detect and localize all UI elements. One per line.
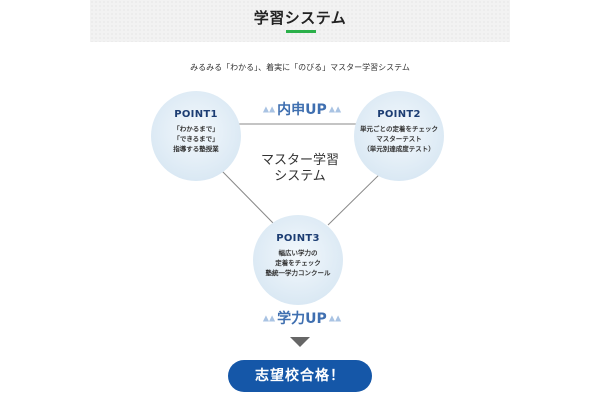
title-underline bbox=[286, 30, 316, 33]
point2-line3: （単元別達成度テスト） bbox=[363, 145, 435, 153]
naishin-up-text: 内申UP bbox=[277, 102, 327, 118]
up-arrows-icon: ▲▲ bbox=[262, 104, 276, 114]
connector-p2-p3 bbox=[327, 169, 385, 226]
point1-line1: 「わかるまで」 bbox=[173, 125, 219, 133]
point1-line2: 「できるまで」 bbox=[173, 135, 219, 143]
header-banner: 学習システム bbox=[90, 0, 510, 42]
gakuryoku-up-label: ▲▲学力UP▲▲ bbox=[262, 308, 342, 328]
point2-circle: POINT2 単元ごとの定着をチェック マスターテスト （単元別達成度テスト） bbox=[354, 91, 444, 181]
point2-line1: 単元ごとの定着をチェック bbox=[360, 125, 438, 133]
point3-title: POINT3 bbox=[276, 233, 320, 244]
naishin-up-label: ▲▲内申UP▲▲ bbox=[262, 99, 342, 119]
system-subtitle: みるみる「わかる」、着実に「のびる」マスター学習システム bbox=[190, 63, 410, 72]
point1-circle: POINT1 「わかるまで」 「できるまで」 指導する塾授業 bbox=[151, 91, 241, 181]
goal-badge: 志望校合格！ bbox=[228, 360, 372, 392]
center-label-line1: マスター学習 bbox=[260, 153, 339, 168]
point3-line1: 幅広い学力の bbox=[278, 249, 318, 257]
point3-circle: POINT3 幅広い学力の 定着をチェック 塾統一学力コンクール bbox=[253, 215, 343, 305]
page-title: 学習システム bbox=[253, 9, 347, 27]
point1-title: POINT1 bbox=[174, 109, 218, 120]
point2-title: POINT2 bbox=[377, 109, 421, 120]
up-arrows-icon: ▲▲ bbox=[262, 313, 276, 323]
point3-line2: 定着をチェック bbox=[275, 259, 321, 267]
point1-line3: 指導する塾授業 bbox=[173, 145, 219, 153]
center-label-line2: システム bbox=[274, 169, 326, 184]
gakuryoku-up-text: 学力UP bbox=[277, 311, 327, 327]
connector-p1-p3 bbox=[220, 169, 276, 226]
down-triangle-icon bbox=[290, 337, 310, 347]
up-arrows-icon: ▲▲ bbox=[328, 104, 342, 114]
up-arrows-icon: ▲▲ bbox=[328, 313, 342, 323]
point2-line2: マスターテスト bbox=[376, 135, 422, 143]
center-label: マスター学習 システム bbox=[245, 153, 355, 185]
point3-line3: 塾統一学力コンクール bbox=[265, 269, 331, 277]
